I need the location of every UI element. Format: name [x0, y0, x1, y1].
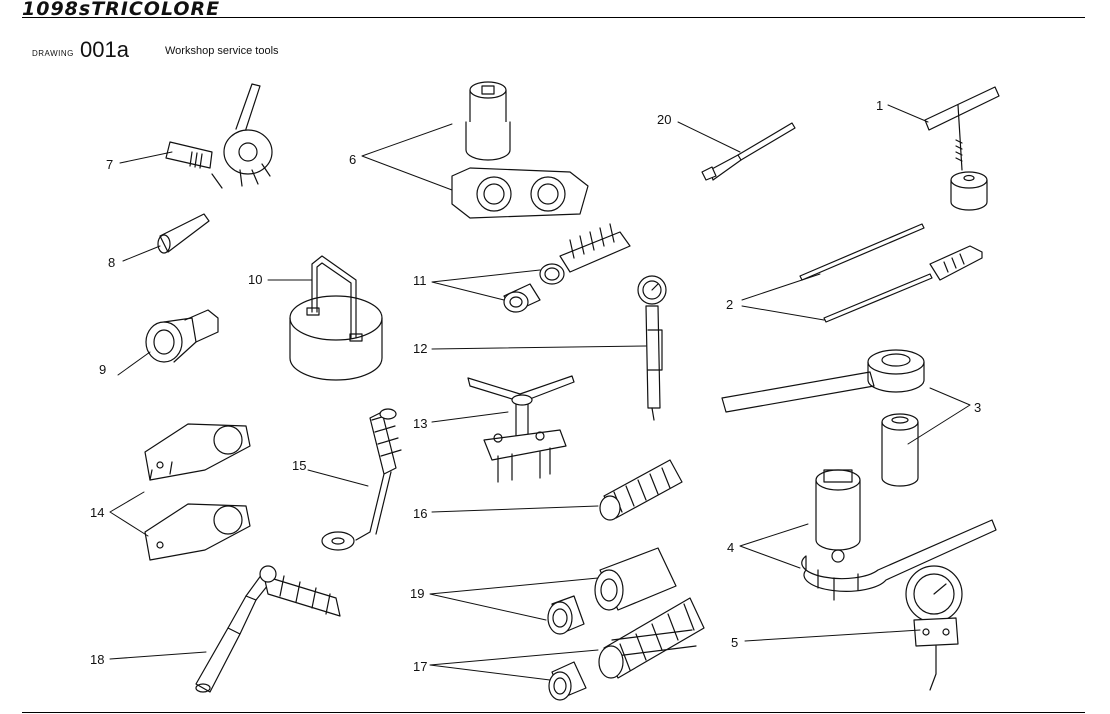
callout-7: 7: [106, 157, 113, 172]
tool-7-illustration: [165, 83, 273, 189]
tool-8-illustration: [157, 213, 210, 254]
tool-13-illustration: [467, 375, 575, 483]
footer-rule: [22, 712, 1085, 713]
tool-6-illustration: [451, 81, 589, 219]
callout-5: 5: [731, 635, 738, 650]
tool-1-illustration: [924, 86, 1000, 211]
callout-4: 4: [727, 540, 734, 555]
callout-17: 17: [413, 659, 427, 674]
callout-19: 19: [410, 586, 424, 601]
tool-10-illustration: [289, 255, 383, 381]
callout-16: 16: [413, 506, 427, 521]
tool-3-illustration: [721, 349, 925, 487]
drawing-number: 001a: [80, 37, 129, 62]
callout-6: 6: [349, 152, 356, 167]
callout-11: 11: [413, 273, 427, 288]
callout-18: 18: [90, 652, 104, 667]
leader-lines: [109, 104, 971, 681]
callout-9: 9: [99, 362, 106, 377]
tool-4-illustration: [801, 469, 997, 601]
model-title: 1098sTRICOLORE: [22, 0, 221, 20]
tool-5-illustration: [905, 565, 963, 691]
callout-14: 14: [90, 505, 104, 520]
callout-20: 20: [657, 112, 671, 127]
tool-19-illustration: [547, 547, 677, 635]
tool-16-illustration: [599, 459, 683, 521]
drawing-title: Workshop service tools: [165, 45, 279, 57]
tool-20-illustration: [701, 122, 796, 181]
tool-12-illustration: [637, 275, 667, 421]
tool-2-illustration: [799, 223, 983, 323]
callout-labels: 1 2 3 4 5 6 7 8 9 10 11 12 13 14 15 16 1…: [90, 98, 981, 674]
callout-13: 13: [413, 416, 427, 431]
callout-1: 1: [876, 98, 883, 113]
callout-8: 8: [108, 255, 115, 270]
tool-18-illustration: [195, 565, 341, 693]
callout-10: 10: [248, 272, 262, 287]
callout-2: 2: [726, 297, 733, 312]
tool-11-illustration: [503, 223, 631, 313]
callout-12: 12: [413, 341, 427, 356]
tool-17-illustration: [548, 597, 705, 701]
drawing-label: DRAWING: [32, 49, 74, 58]
tool-14-illustration: [144, 423, 251, 561]
header-rule: [22, 17, 1085, 18]
tool-9-illustration: [145, 309, 219, 363]
tool-15-illustration: [321, 408, 402, 551]
callout-15: 15: [292, 458, 306, 473]
callout-3: 3: [974, 400, 981, 415]
